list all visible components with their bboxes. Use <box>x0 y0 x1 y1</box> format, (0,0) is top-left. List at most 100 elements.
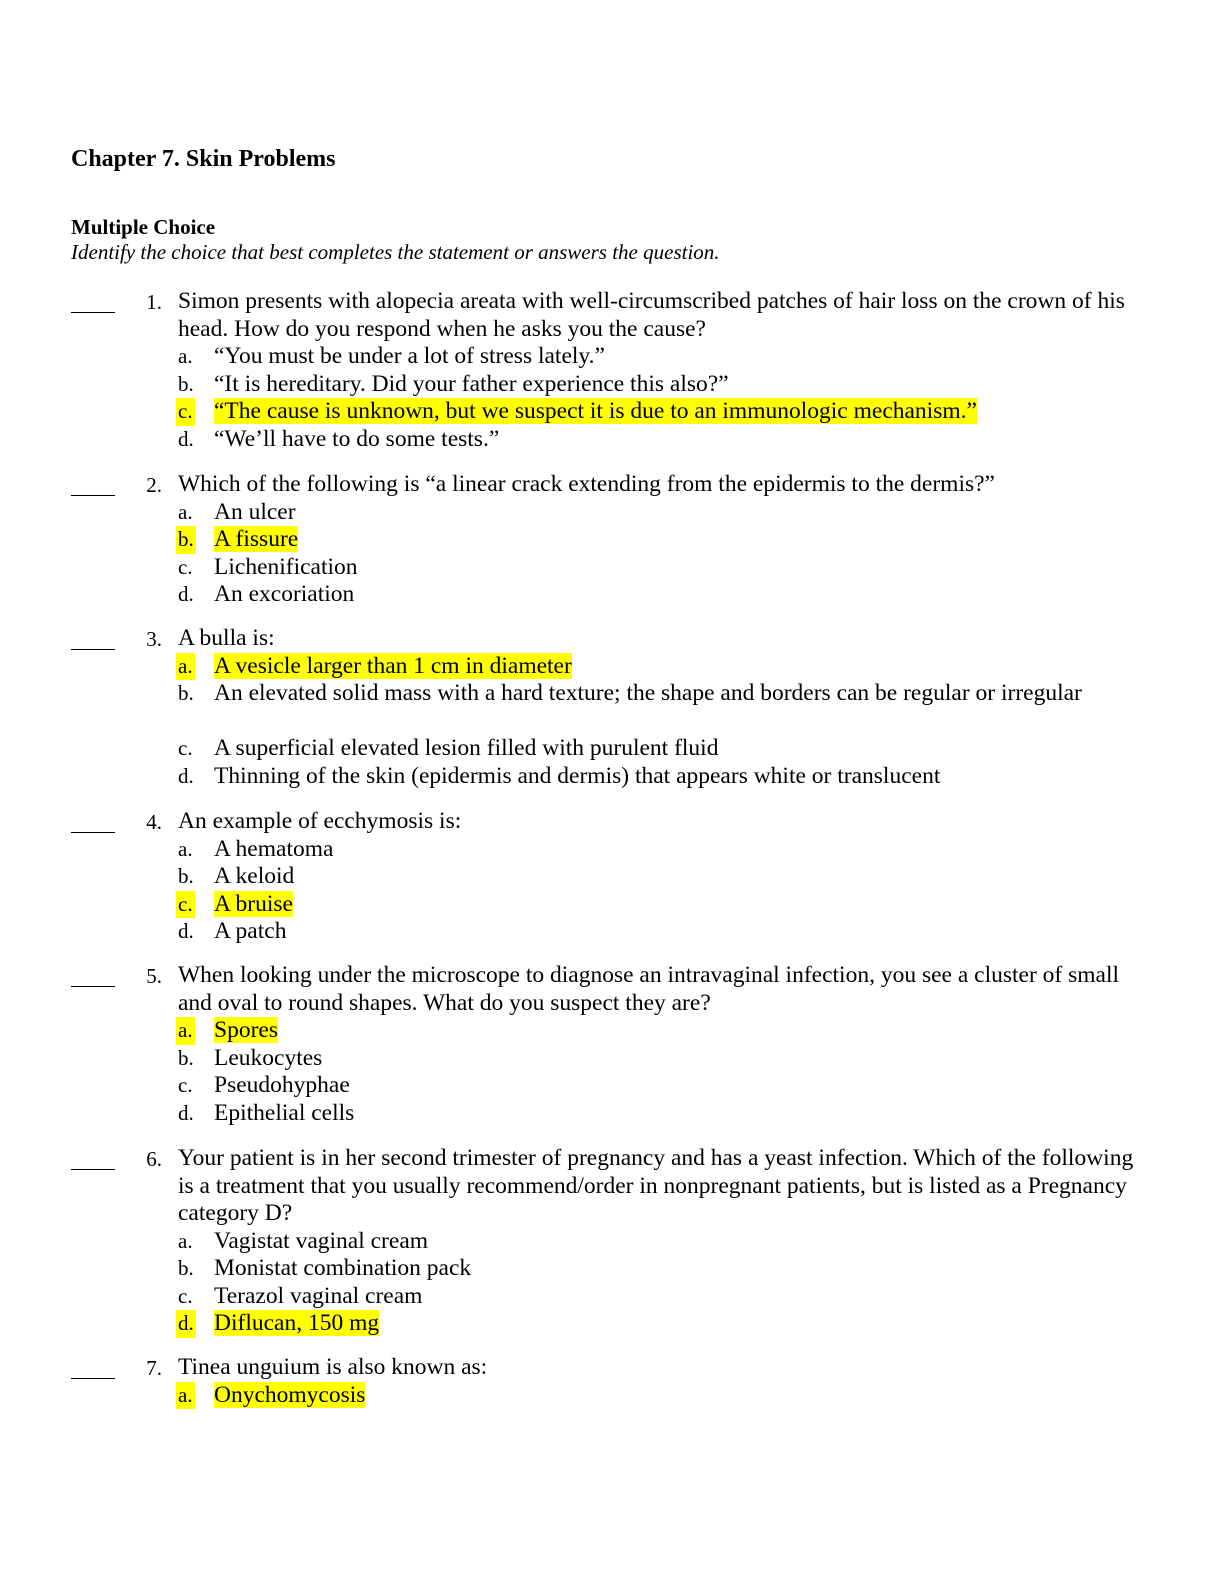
choice-text: An ulcer <box>214 498 296 525</box>
choice-letter: a. <box>176 652 195 680</box>
choice-text: Terazol vaginal cream <box>214 1282 423 1309</box>
choice-letter: d. <box>178 763 194 788</box>
question-text: An example of ecchymosis is: <box>178 808 462 834</box>
choice-text-wrap: Terazol vaginal cream <box>214 1283 1144 1311</box>
choice-text: “You must be under a lot of stress latel… <box>214 343 605 369</box>
choice-text: Leukocytes <box>214 1044 323 1071</box>
choice-letter: c. <box>178 1073 193 1097</box>
highlighted-answer: Onychomycosis <box>214 1381 366 1408</box>
choice-text: An elevated solid mass with a hard textu… <box>214 680 1082 706</box>
choice-text-wrap: “It is hereditary. Did your father exper… <box>214 371 1144 399</box>
choice-text: Vagistat vaginal cream <box>214 1227 429 1254</box>
question-text: Which of the following is “a linear crac… <box>178 471 995 497</box>
choice-text-wrap: Pseudohyphae <box>214 1072 1144 1100</box>
choice-letter: c. <box>178 554 193 579</box>
choice-text-wrap: A bruise <box>214 890 1144 919</box>
chapter-title: Chapter 7. Skin Problems <box>71 146 336 172</box>
choice-text-wrap: “You must be under a lot of stress latel… <box>214 343 1144 371</box>
choice-letter: c. <box>178 1283 193 1308</box>
choice-text-wrap: Lichenification <box>214 554 1144 582</box>
answer-blank[interactable] <box>71 312 115 313</box>
question-number: 4. <box>146 810 162 834</box>
choice-letter: b. <box>178 1256 194 1280</box>
choice-letter: d. <box>178 426 194 451</box>
choice-letter: b. <box>178 681 194 705</box>
choice-letter: a. <box>178 836 193 861</box>
choice-text-wrap: A fissure <box>214 526 1144 554</box>
choice-letter: d. <box>178 582 194 606</box>
question-number: 7. <box>146 1356 162 1380</box>
choice-text-wrap: An ulcer <box>214 499 1144 527</box>
question-text: Your patient is in her second trimester … <box>178 1145 1134 1226</box>
answer-blank[interactable] <box>71 1169 115 1170</box>
choice-text-wrap: A keloid <box>214 863 1144 891</box>
choice-letter: d. <box>176 1310 196 1338</box>
choice-text-wrap: Onychomycosis <box>214 1381 1144 1410</box>
choice-text-wrap: Leukocytes <box>214 1045 1144 1073</box>
highlighted-answer: Spores <box>214 1017 278 1043</box>
choice-text-wrap: Diflucan, 150 mg <box>214 1310 1144 1338</box>
choice-text: An excoriation <box>214 581 355 607</box>
choice-text: Monistat combination pack <box>214 1255 472 1281</box>
choice-text: A patch <box>214 918 287 944</box>
highlighted-answer: A fissure <box>214 526 299 552</box>
choice-text-wrap: A vesicle larger than 1 cm in diameter <box>214 652 1144 681</box>
choice-letter: d. <box>178 919 194 943</box>
choice-letter: b. <box>178 1045 194 1070</box>
choice-letter: a. <box>178 344 193 368</box>
choice-text-wrap: An excoriation <box>214 581 1144 609</box>
choice-letter: b. <box>178 371 194 396</box>
section-title: Multiple Choice <box>71 215 216 239</box>
choice-text: A hematoma <box>214 835 334 862</box>
choice-text-wrap: Vagistat vaginal cream <box>214 1228 1144 1256</box>
question-text: Simon presents with alopecia areata with… <box>178 288 1125 342</box>
question-text: When looking under the microscope to dia… <box>178 962 1120 1016</box>
answer-blank[interactable] <box>71 986 115 987</box>
choice-text-wrap: “The cause is unknown, but we suspect it… <box>214 398 1144 426</box>
answer-blank[interactable] <box>71 649 115 650</box>
question-number: 1. <box>146 290 162 314</box>
answer-blank[interactable] <box>71 1378 115 1379</box>
choice-text: Thinning of the skin (epidermis and derm… <box>214 762 941 789</box>
choice-text-wrap: An elevated solid mass with a hard textu… <box>214 680 1144 708</box>
choice-letter: c. <box>176 890 195 918</box>
highlighted-answer: Diflucan, 150 mg <box>214 1310 380 1336</box>
instructions: Identify the choice that best completes … <box>71 240 720 264</box>
choice-text: A keloid <box>214 863 295 889</box>
choice-text: “We’ll have to do some tests.” <box>214 425 500 452</box>
question-number: 3. <box>146 627 162 651</box>
choice-text-wrap: A patch <box>214 918 1144 946</box>
choice-text-wrap: Monistat combination pack <box>214 1255 1144 1283</box>
choice-letter: c. <box>178 736 193 760</box>
highlighted-answer: A bruise <box>214 890 293 917</box>
choice-text-wrap: A superficial elevated lesion filled wit… <box>214 735 1144 763</box>
question-text: A bulla is: <box>178 625 275 651</box>
highlighted-answer: A vesicle larger than 1 cm in diameter <box>214 652 572 679</box>
choice-text: “It is hereditary. Did your father exper… <box>214 370 729 397</box>
answer-blank[interactable] <box>71 832 115 833</box>
choice-text-wrap: Thinning of the skin (epidermis and derm… <box>214 763 1144 791</box>
choice-text: A superficial elevated lesion filled wit… <box>214 735 719 761</box>
choice-letter: a. <box>176 1017 195 1045</box>
choice-letter: a. <box>178 1228 193 1253</box>
choice-letter: b. <box>176 526 196 554</box>
choice-text-wrap: Spores <box>214 1017 1144 1045</box>
question-number: 6. <box>146 1147 162 1171</box>
choice-text: Pseudohyphae <box>214 1072 350 1098</box>
choice-text-wrap: “We’ll have to do some tests.” <box>214 426 1144 454</box>
choice-text: Epithelial cells <box>214 1099 355 1126</box>
answer-blank[interactable] <box>71 495 115 496</box>
choice-letter: a. <box>176 1381 195 1409</box>
choice-text-wrap: Epithelial cells <box>214 1100 1144 1128</box>
question-text: Tinea unguium is also known as: <box>178 1354 488 1380</box>
choice-text-wrap: A hematoma <box>214 836 1144 864</box>
choice-letter: c. <box>176 398 195 426</box>
choice-letter: b. <box>178 864 194 888</box>
choice-letter: a. <box>178 499 193 524</box>
choice-letter: d. <box>178 1100 194 1125</box>
highlighted-answer: “The cause is unknown, but we suspect it… <box>214 398 977 424</box>
choice-text: Lichenification <box>214 553 358 580</box>
question-number: 5. <box>146 964 162 988</box>
